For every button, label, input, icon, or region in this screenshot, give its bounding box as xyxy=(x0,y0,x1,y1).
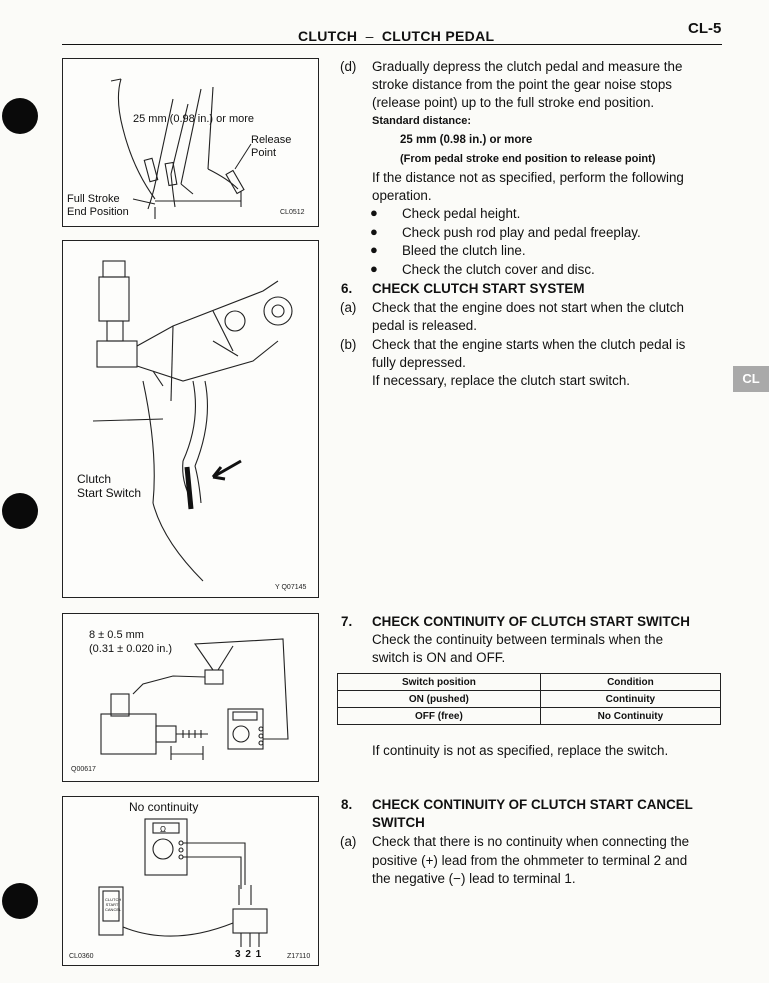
section-8-number: 8. xyxy=(341,797,353,812)
clutch-pedal-drawing xyxy=(92,260,293,582)
figure-code: CL0512 xyxy=(280,209,305,216)
bullet-item: Check the clutch cover and disc. xyxy=(402,262,595,277)
section-6-b-marker: (b) xyxy=(340,337,357,352)
table-cell: ON (pushed) xyxy=(337,690,541,708)
section-6-a-line1: Check that the engine does not start whe… xyxy=(372,300,684,315)
step-d-line3: (release point) up to the full stroke en… xyxy=(372,95,655,110)
bullet-item: Check push rod play and pedal freeplay. xyxy=(402,225,641,240)
section-7-after: If continuity is not as specified, repla… xyxy=(372,743,669,758)
switch-continuity-drawing xyxy=(100,638,289,760)
section-6-b-line2: fully depressed. xyxy=(372,355,466,370)
table-cell: No Continuity xyxy=(539,707,722,725)
table-cell: OFF (free) xyxy=(337,707,541,725)
section-6-a-line2: pedal is released. xyxy=(372,318,477,333)
figure-pedal-stroke: 25 mm (0.98 in.) or more Release Point F… xyxy=(62,58,319,227)
section-8-a-line3: the negative (−) lead to terminal 1. xyxy=(372,871,576,886)
section-8-title-line2: SWITCH xyxy=(372,815,425,830)
continuity-table: Switch position Condition ON (pushed) Co… xyxy=(337,673,722,725)
switch-label-line1: Clutch xyxy=(77,472,112,486)
section-6-a-marker: (a) xyxy=(340,300,357,315)
release-label-line1: Release xyxy=(251,134,292,146)
cancel-switch-drawing xyxy=(98,818,268,947)
figure-code: Q00617 xyxy=(71,766,96,773)
section-6-number: 6. xyxy=(341,281,353,296)
binder-hole-2 xyxy=(2,493,38,529)
bullet-dot: ● xyxy=(370,242,378,257)
dimension-in: (0.31 ± 0.020 in.) xyxy=(89,643,173,655)
section-8-title-line1: CHECK CONTINUITY OF CLUTCH START CANCEL xyxy=(372,797,693,812)
full-stroke-label-line2: End Position xyxy=(67,206,129,218)
page-header: CLUTCH – CLUTCH PEDAL xyxy=(298,28,494,44)
figure-code: Y Q07145 xyxy=(275,584,307,591)
step-d-line1: Gradually depress the clutch pedal and m… xyxy=(372,59,683,74)
header-dash: – xyxy=(365,28,374,44)
header-title: CLUTCH xyxy=(298,28,358,44)
cancel-switch-text: CLUTCH START CANCEL xyxy=(105,897,122,912)
dimension-mm: 8 ± 0.5 mm xyxy=(89,629,144,641)
table-cell: Continuity xyxy=(539,690,722,708)
binder-hole-1 xyxy=(2,98,38,134)
step-d-line2: stroke distance from the point the gear … xyxy=(372,77,672,92)
table-header: Switch position xyxy=(337,673,541,691)
ohmmeter-symbol: Ω xyxy=(160,825,166,834)
section-6-b-line1: Check that the engine starts when the cl… xyxy=(372,337,686,352)
bullet-dot: ● xyxy=(370,205,378,220)
switch-label-line2: Start Switch xyxy=(77,486,142,500)
if-line2: operation. xyxy=(372,188,432,203)
section-8-a-marker: (a) xyxy=(340,834,357,849)
header-subtitle: CLUTCH PEDAL xyxy=(381,28,495,44)
step-d-marker: (d) xyxy=(340,59,357,74)
figure-code-right: Z17110 xyxy=(287,953,311,960)
bullet-dot: ● xyxy=(370,261,378,276)
figure-clutch-start-switch: Clutch Start Switch Y Q07145 xyxy=(62,240,319,598)
no-continuity-label: No continuity xyxy=(129,800,199,814)
figure-cancel-switch: No continuity Ω CLUTCH START CANCEL 3 2 … xyxy=(62,796,319,966)
bullet-item: Check pedal height. xyxy=(402,206,521,221)
section-7-line1: Check the continuity between terminals w… xyxy=(372,632,664,647)
standard-distance-note: (From pedal stroke end position to relea… xyxy=(400,153,656,165)
bullet-item: Bleed the clutch line. xyxy=(402,243,526,258)
full-stroke-label-line1: Full Stroke xyxy=(67,193,120,205)
header-rule xyxy=(62,44,722,45)
pedal-stroke-drawing xyxy=(110,78,252,219)
table-row: ON (pushed) Continuity xyxy=(337,690,722,708)
release-label-line2: Point xyxy=(251,147,277,159)
terminal-numbers: 3 2 1 xyxy=(235,949,262,960)
binder-hole-3 xyxy=(2,883,38,919)
bullet-dot: ● xyxy=(370,224,378,239)
figure-switch-continuity: 8 ± 0.5 mm (0.31 ± 0.020 in.) Q00617 xyxy=(62,613,319,782)
section-7-line2: switch is ON and OFF. xyxy=(372,650,506,665)
section-8-a-line1: Check that there is no continuity when c… xyxy=(372,834,690,849)
section-8-a-line2: positive (+) lead from the ohmmeter to t… xyxy=(372,853,688,868)
standard-distance-value: 25 mm (0.98 in.) or more xyxy=(400,134,533,146)
page-number: CL-5 xyxy=(688,20,722,37)
if-line1: If the distance not as specified, perfor… xyxy=(372,170,684,185)
section-tab: CL xyxy=(733,366,769,392)
distance-label: 25 mm (0.98 in.) or more xyxy=(133,113,255,125)
section-7-number: 7. xyxy=(341,614,353,629)
section-6-b-line3: If necessary, replace the clutch start s… xyxy=(372,373,630,388)
section-7-title: CHECK CONTINUITY OF CLUTCH START SWITCH xyxy=(372,614,690,629)
table-header-row: Switch position Condition xyxy=(337,673,722,691)
section-6-title: CHECK CLUTCH START SYSTEM xyxy=(372,281,585,296)
standard-distance-label: Standard distance: xyxy=(372,115,472,127)
table-header: Condition xyxy=(539,673,722,691)
table-row: OFF (free) No Continuity xyxy=(337,707,722,725)
figure-code-left: CL0360 xyxy=(69,953,94,960)
